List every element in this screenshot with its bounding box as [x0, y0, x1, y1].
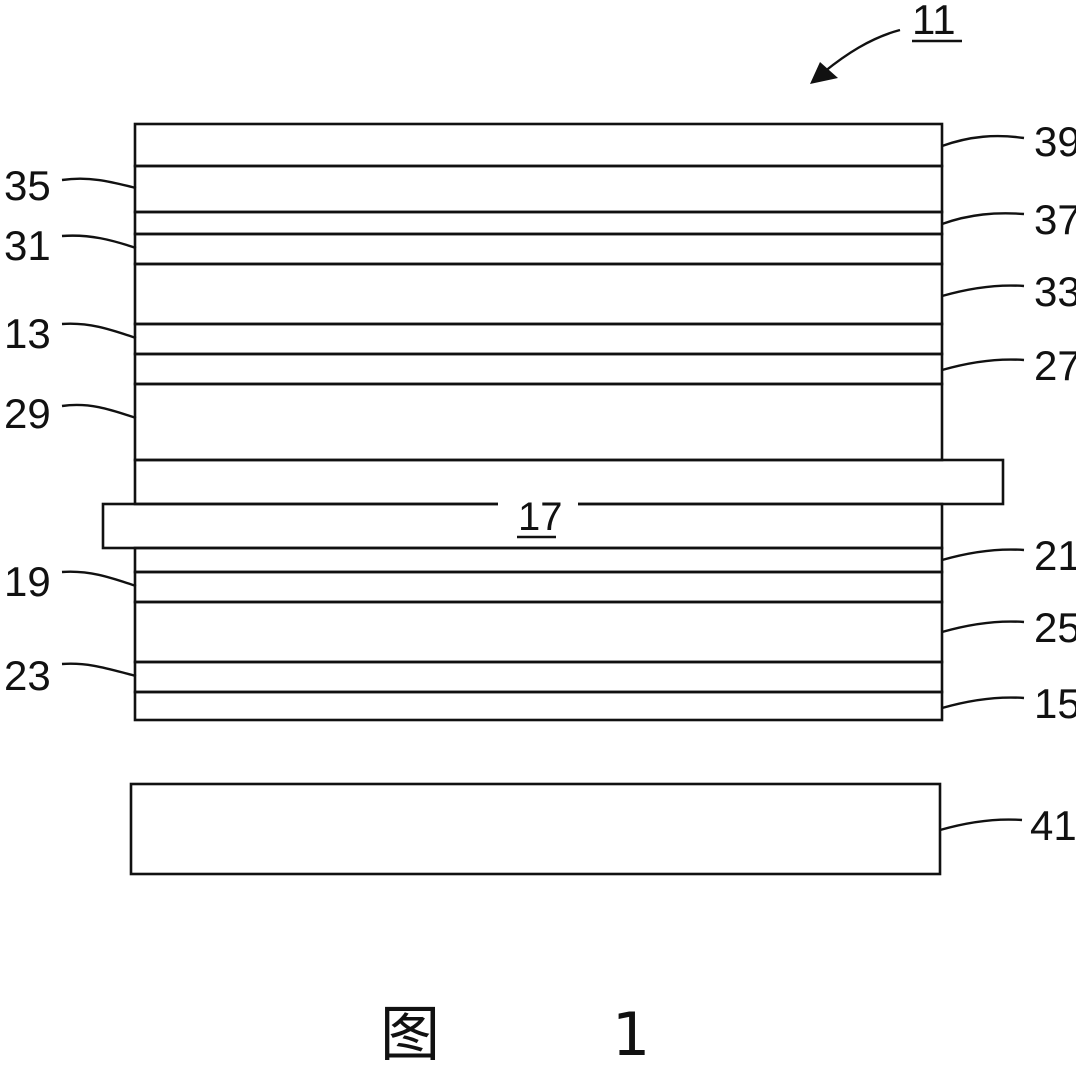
leader-15	[942, 697, 1024, 708]
label-39: 39	[1034, 118, 1076, 165]
label-27: 27	[1034, 342, 1076, 389]
layer-41	[131, 784, 940, 874]
label-13: 13	[4, 310, 51, 357]
label-19: 19	[4, 558, 51, 605]
layer-25	[135, 602, 942, 662]
substrate-label: 17	[518, 495, 563, 539]
reference-label: 11	[912, 0, 956, 43]
layer-33	[135, 264, 942, 324]
label-21: 21	[1034, 532, 1076, 579]
right-callouts: 39 37 33 27 21 25 15 41	[940, 118, 1076, 849]
label-25: 25	[1034, 604, 1076, 651]
layer-31	[135, 234, 942, 264]
label-35: 35	[4, 162, 51, 209]
layer-19	[135, 572, 942, 602]
upper-stack	[135, 124, 942, 460]
layer-35	[135, 166, 942, 212]
label-31: 31	[4, 222, 51, 269]
leader-31	[62, 236, 136, 248]
leader-39	[942, 136, 1024, 146]
reference-arrow-shaft	[824, 30, 900, 72]
label-29: 29	[4, 390, 51, 437]
label-23: 23	[4, 652, 51, 699]
reference-11: 11	[810, 0, 962, 84]
leader-29	[62, 405, 136, 418]
leader-41	[940, 819, 1022, 830]
leader-21	[942, 549, 1024, 560]
layer-29	[135, 384, 942, 460]
label-15: 15	[1034, 680, 1076, 727]
leader-35	[62, 179, 136, 188]
leader-37	[942, 213, 1024, 224]
label-33: 33	[1034, 268, 1076, 315]
layer-23	[135, 662, 942, 692]
leader-23	[62, 664, 136, 676]
substrate-17: 17	[103, 460, 1003, 548]
leader-19	[62, 572, 136, 586]
label-37: 37	[1034, 196, 1076, 243]
caption-character: 图	[380, 1000, 440, 1067]
leader-13	[62, 324, 136, 338]
leader-27	[942, 359, 1024, 370]
layer-27	[135, 354, 942, 384]
layer-37	[135, 212, 942, 234]
leader-33	[942, 285, 1024, 296]
layer-39	[135, 124, 942, 166]
caption-number: 1	[612, 1000, 650, 1067]
layer-21	[135, 548, 942, 572]
lower-stack	[135, 548, 942, 720]
figure-caption: 图 1	[380, 1000, 650, 1067]
left-callouts: 35 31 13 29 19 23	[4, 162, 136, 699]
leader-25	[942, 621, 1024, 632]
layer-13	[135, 324, 942, 354]
label-41: 41	[1030, 802, 1076, 849]
layer-15	[135, 692, 942, 720]
